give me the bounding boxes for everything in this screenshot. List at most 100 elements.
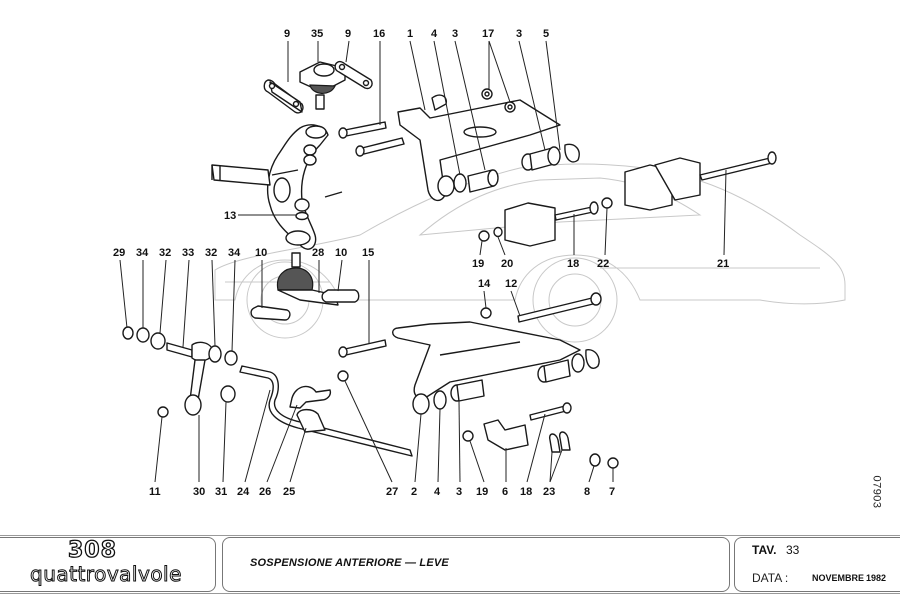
callout-28: 28 bbox=[312, 247, 324, 259]
part-10-right-link-plate bbox=[321, 289, 360, 303]
callout-13: 13 bbox=[224, 210, 236, 222]
callout-33: 33 bbox=[182, 247, 194, 259]
callout-35: 35 bbox=[311, 28, 323, 40]
part-28-lower-ball-joint bbox=[276, 252, 339, 306]
part-26-clamp bbox=[289, 385, 332, 409]
table-label: TAV. bbox=[752, 543, 777, 557]
exploded-parts-diagram: 9 35 9 16 1 4 3 17 3 5 13 29 34 32 33 32 bbox=[113, 28, 846, 498]
part-9-right-link-plate bbox=[334, 60, 373, 90]
part-24-anti-roll-bar bbox=[239, 365, 413, 457]
callout-15: 15 bbox=[362, 247, 374, 259]
date-year: 1982 bbox=[866, 573, 887, 583]
part-34-washer-left bbox=[136, 327, 150, 343]
logo-subtitle: quattrovalvole bbox=[30, 562, 182, 587]
callout-14: 14 bbox=[478, 278, 491, 290]
part-30-anti-roll-bar-link bbox=[184, 341, 214, 416]
callout-3-top-left: 3 bbox=[452, 28, 458, 40]
callout-31: 31 bbox=[215, 486, 227, 498]
drawing-code: 07903 bbox=[858, 470, 898, 520]
date-month: NOVEMBRE bbox=[812, 573, 865, 583]
drawing-code-text: 07903 bbox=[870, 475, 883, 509]
callout-32-right: 32 bbox=[205, 247, 217, 259]
part-12-bolt bbox=[517, 292, 602, 323]
part-27-nut bbox=[337, 370, 349, 382]
part-4-washer bbox=[433, 390, 447, 410]
callout-4-top: 4 bbox=[431, 28, 438, 40]
callout-11: 11 bbox=[149, 486, 161, 498]
title-panel bbox=[222, 537, 730, 592]
lower-wishbone bbox=[392, 321, 581, 400]
callouts: 9 35 9 16 1 4 3 17 3 5 13 29 34 32 33 32 bbox=[113, 28, 729, 498]
part-34-washer-right bbox=[224, 350, 238, 366]
part-8-washer bbox=[589, 453, 601, 467]
callout-9-right: 9 bbox=[345, 28, 351, 40]
callout-26: 26 bbox=[259, 486, 271, 498]
part-21-bracket-and-bolt bbox=[624, 151, 777, 211]
part-19-nut-lower bbox=[462, 430, 474, 442]
callout-27: 27 bbox=[386, 486, 398, 498]
part-19-nut bbox=[478, 230, 490, 242]
callout-8: 8 bbox=[584, 486, 590, 498]
date-label: DATA : bbox=[752, 571, 789, 585]
callout-9-left: 9 bbox=[284, 28, 290, 40]
steering-knuckle bbox=[211, 124, 329, 250]
part-2-bushing bbox=[412, 393, 430, 415]
callout-10-right: 10 bbox=[335, 247, 347, 259]
part-6-bracket bbox=[483, 419, 529, 451]
callout-16: 16 bbox=[373, 28, 385, 40]
callout-17: 17 bbox=[482, 28, 494, 40]
part-18-bolt-lower bbox=[529, 402, 572, 421]
part-1-upper-wishbone bbox=[397, 94, 580, 202]
part-18-bracket-and-bolt bbox=[504, 201, 599, 247]
callout-1: 1 bbox=[407, 28, 413, 40]
callout-20: 20 bbox=[501, 258, 513, 270]
part-35-upper-ball-joint bbox=[299, 61, 346, 110]
drawing-title: SOSPENSIONE ANTERIORE — LEVE bbox=[250, 557, 449, 569]
callout-5: 5 bbox=[543, 28, 549, 40]
callout-4-bottom: 4 bbox=[434, 486, 441, 498]
table-number: 33 bbox=[786, 543, 800, 557]
part-20-washer bbox=[493, 226, 503, 238]
callout-18-upper: 18 bbox=[567, 258, 579, 270]
callout-21: 21 bbox=[717, 258, 729, 270]
logo-panel bbox=[0, 537, 216, 592]
part-11-nut bbox=[157, 406, 169, 418]
callout-19-upper: 19 bbox=[472, 258, 484, 270]
callout-3-bottom: 3 bbox=[456, 486, 462, 498]
callout-18-lower: 18 bbox=[520, 486, 532, 498]
callout-2: 2 bbox=[411, 486, 417, 498]
part-25-bushing bbox=[296, 408, 326, 433]
part-10-left-link-plate bbox=[250, 305, 291, 321]
callout-29: 29 bbox=[113, 247, 125, 259]
part-32-bushing-right bbox=[208, 345, 222, 363]
part-16-bolts bbox=[338, 121, 405, 157]
part-33-spacer bbox=[166, 342, 193, 358]
callout-19-lower: 19 bbox=[476, 486, 488, 498]
callout-6: 6 bbox=[502, 486, 508, 498]
callout-32-left: 32 bbox=[159, 247, 171, 259]
callout-25: 25 bbox=[283, 486, 295, 498]
callout-24: 24 bbox=[237, 486, 250, 498]
part-31-bushing bbox=[220, 385, 236, 403]
part-32-bushing-left bbox=[150, 332, 166, 350]
part-29-nut bbox=[122, 326, 134, 340]
part-15-bolt bbox=[338, 339, 387, 358]
callout-30: 30 bbox=[193, 486, 205, 498]
part-9-left-link-plate bbox=[263, 79, 304, 114]
logo-model: 308 bbox=[67, 537, 117, 563]
callout-22: 22 bbox=[597, 258, 609, 270]
title-block-top-rule bbox=[0, 535, 900, 536]
table-info-panel bbox=[734, 537, 900, 592]
callout-10-left: 10 bbox=[255, 247, 267, 259]
callout-23: 23 bbox=[543, 486, 555, 498]
part-3-bushing bbox=[450, 379, 485, 402]
part-14-nut bbox=[480, 307, 492, 319]
callout-3-top-right: 3 bbox=[516, 28, 522, 40]
callout-34-left: 34 bbox=[136, 247, 149, 259]
wishbone-rear-bushings bbox=[537, 349, 600, 383]
callout-12: 12 bbox=[505, 278, 517, 290]
part-23-shims bbox=[548, 431, 571, 453]
callout-34-right: 34 bbox=[228, 247, 241, 259]
knuckle-nuts bbox=[294, 144, 343, 221]
part-22-nut bbox=[601, 197, 613, 209]
